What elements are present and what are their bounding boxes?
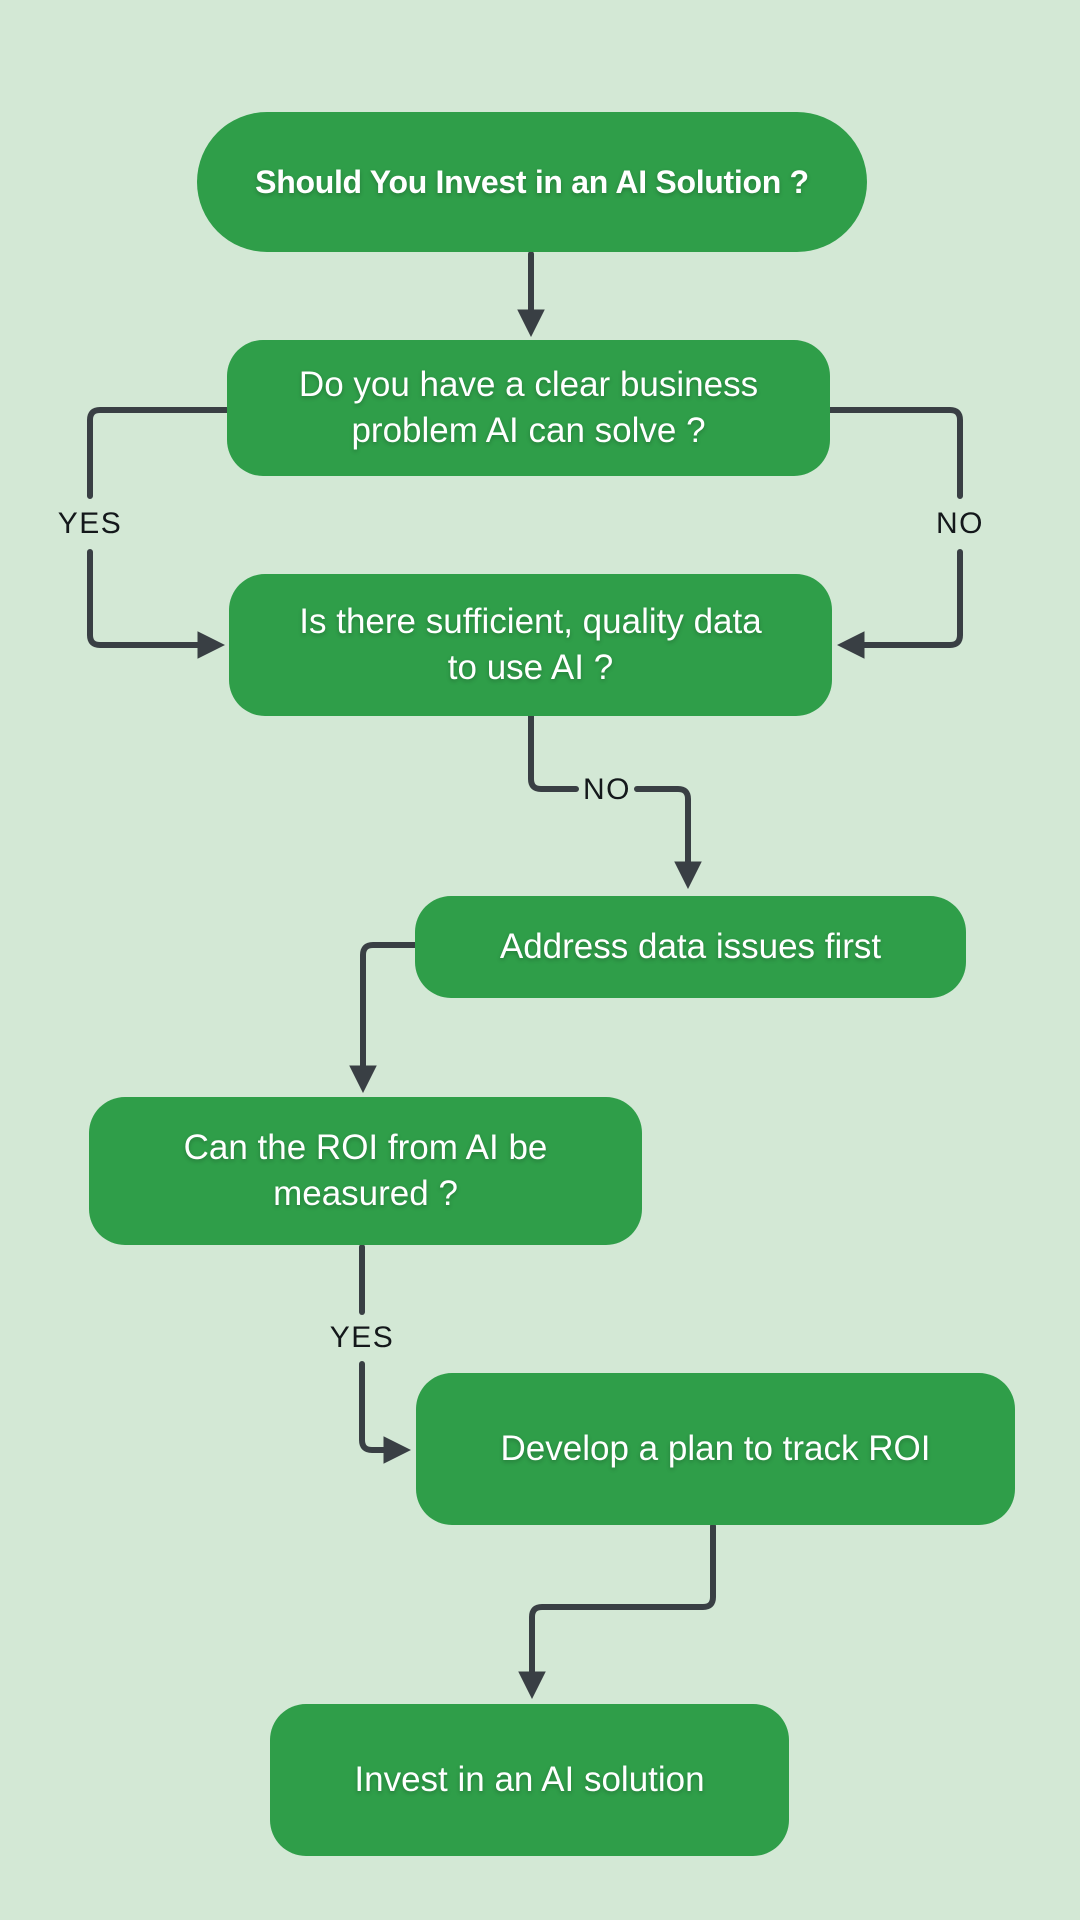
- node-action-invest-label: Invest in an AI solution: [354, 1759, 705, 1799]
- node-question-data-quality: Is there sufficient, quality data to use…: [229, 574, 832, 716]
- connector-q1-yes-lower: [87, 549, 226, 659]
- node-question-business-problem: Do you have a clear business problem AI …: [227, 340, 830, 476]
- node-action-roi-plan-label: Develop a plan to track ROI: [500, 1428, 931, 1468]
- connector-q1-no-upper: [827, 407, 963, 499]
- node-start: Should You Invest in an AI Solution ?: [197, 112, 867, 252]
- node-start-label: Should You Invest in an AI Solution ?: [255, 163, 809, 200]
- node-question-business-problem-label: Do you have a clear business problem AI …: [298, 364, 759, 450]
- connector-q1-no-lower: [836, 549, 963, 659]
- node-action-invest: Invest in an AI solution: [270, 1704, 789, 1856]
- edge-label-no-right: NO: [936, 507, 984, 540]
- connector-q2-no-left: [528, 713, 579, 792]
- node-action-roi-plan: Develop a plan to track ROI: [416, 1373, 1015, 1525]
- connector-q1-yes-upper: [87, 407, 230, 499]
- node-question-data-quality-label: Is there sufficient, quality data to use…: [299, 601, 762, 687]
- node-action-fix-data: Address data issues first: [415, 896, 966, 998]
- node-action-fix-data-label: Address data issues first: [499, 926, 882, 966]
- connector-fixdata-to-roi: [349, 942, 418, 1094]
- edge-label-yes-left: YES: [57, 507, 123, 540]
- connector-roi-yes-lower: [359, 1361, 412, 1464]
- edge-label-yes-roi: YES: [329, 1321, 395, 1354]
- connector-q2-no-right: [634, 786, 702, 890]
- edge-label-no-middle: NO: [583, 773, 631, 806]
- connector-plan-to-invest: [518, 1523, 716, 1700]
- node-question-roi-measurable: Can the ROI from AI be measured ?: [89, 1097, 642, 1245]
- node-question-roi-measurable-label: Can the ROI from AI be measured ?: [183, 1127, 548, 1213]
